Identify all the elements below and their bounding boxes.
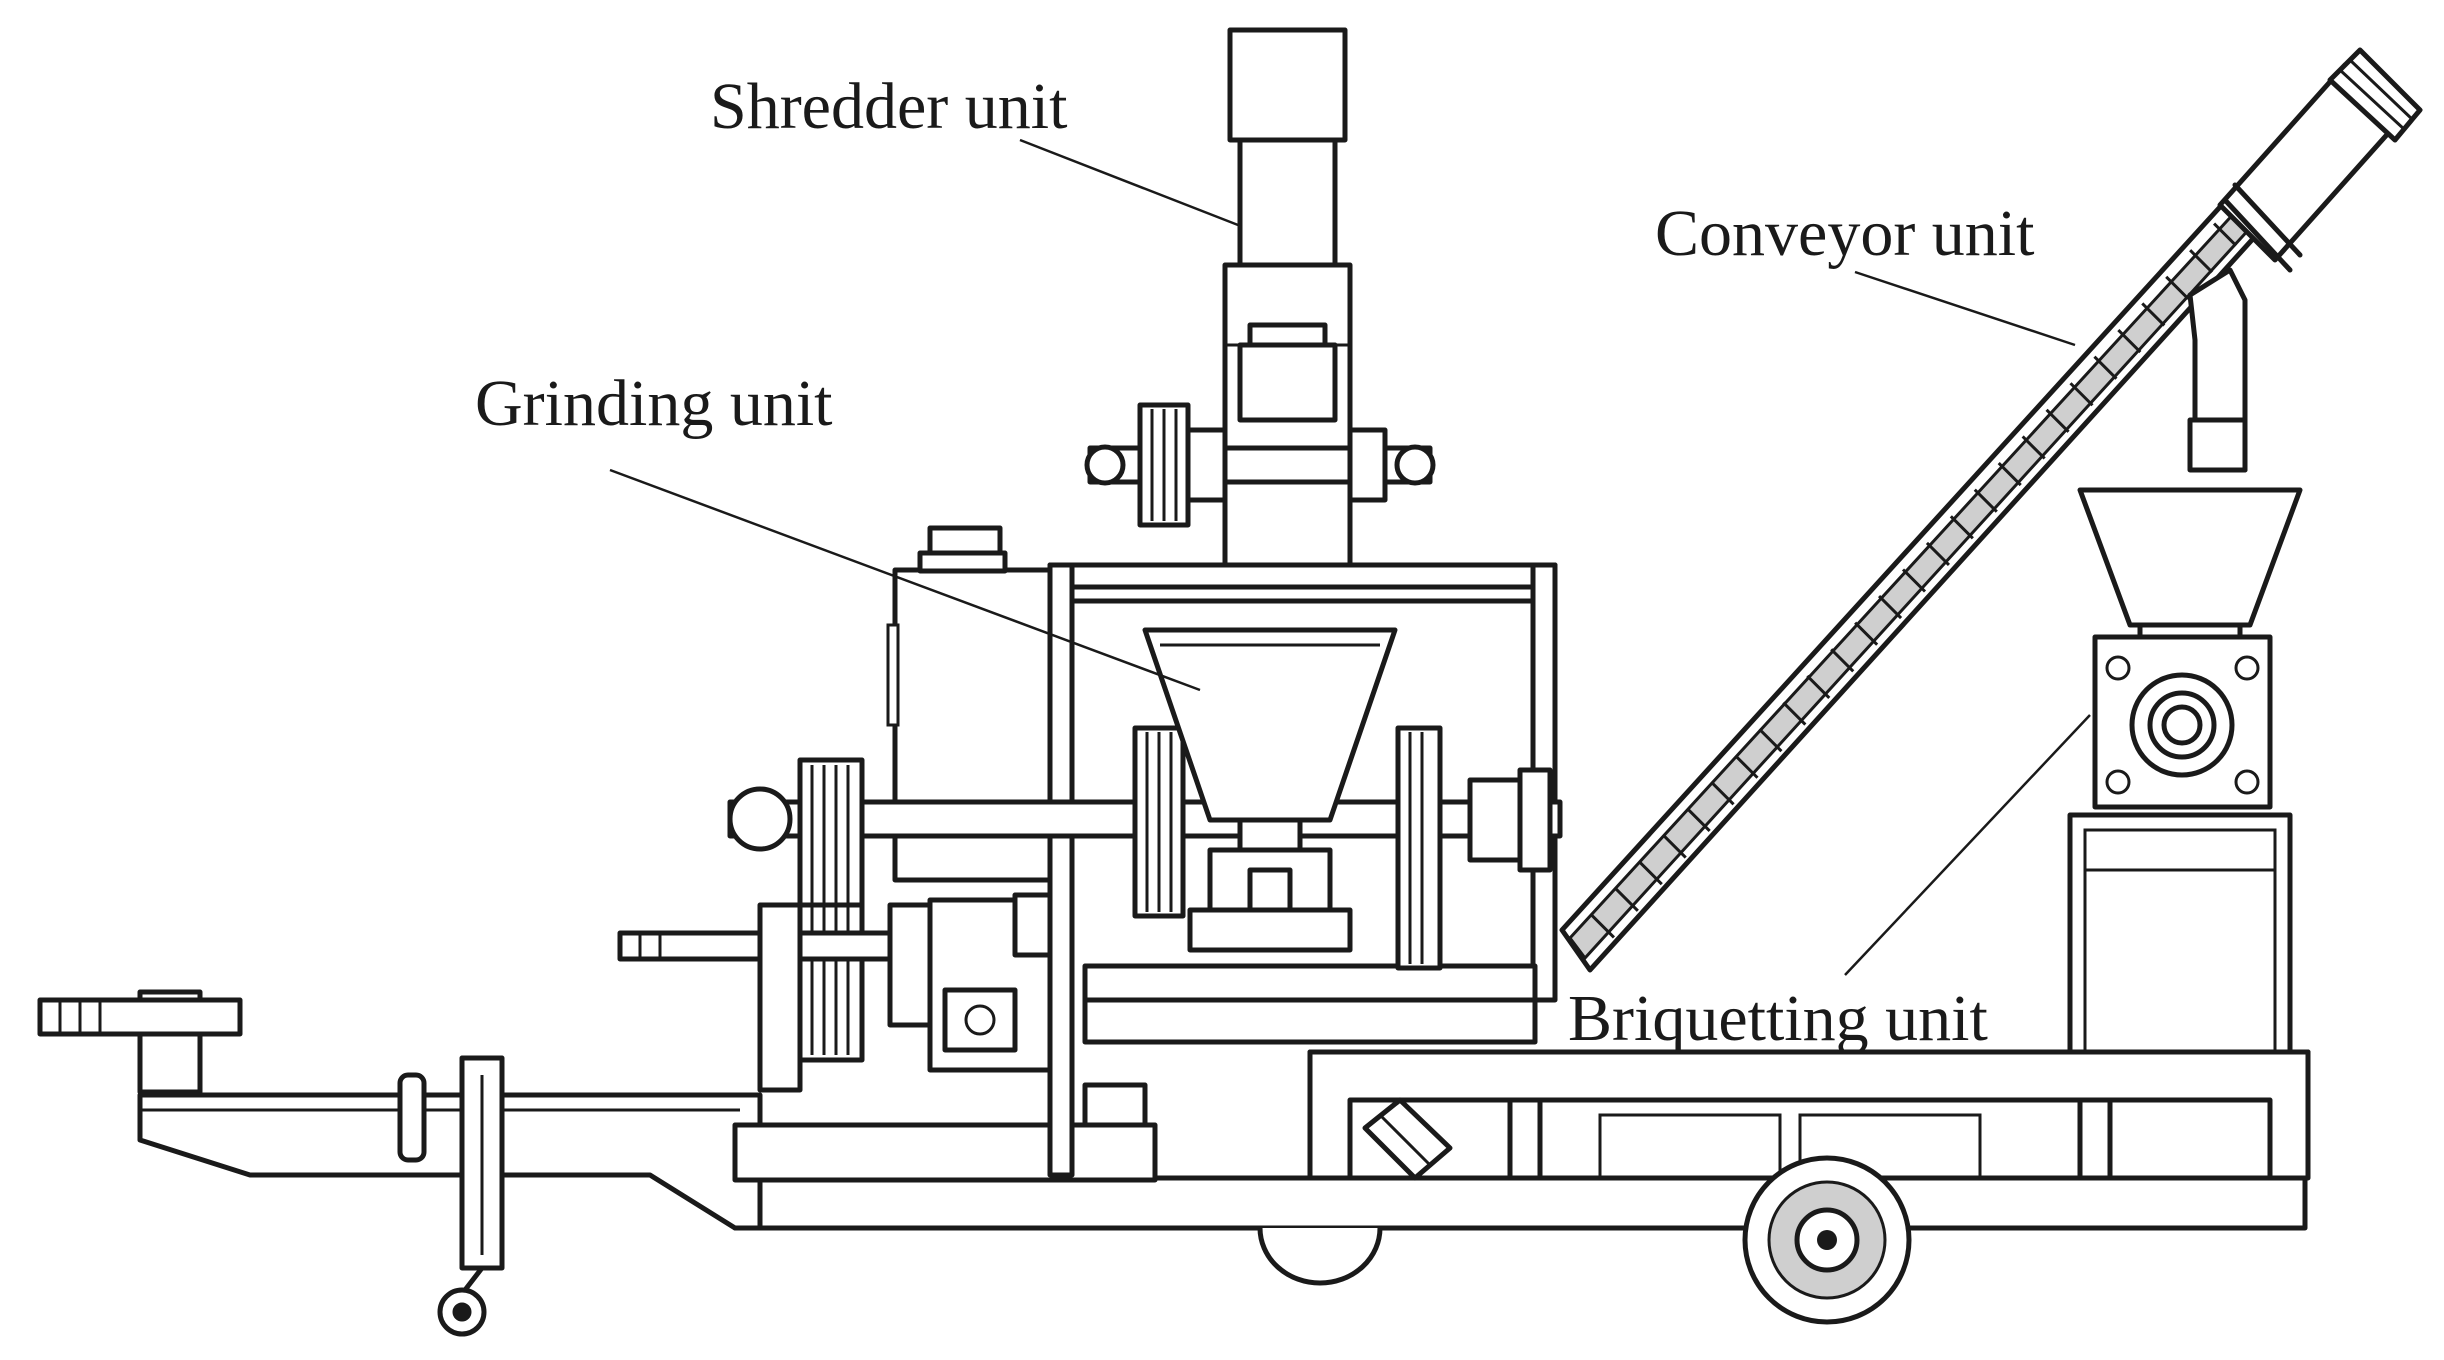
screw-flight-mark [2165, 275, 2190, 300]
screw-flight-mark [1925, 541, 1950, 566]
shredder-leader [1019, 138, 1239, 227]
screw-flight-mark [2213, 222, 2238, 247]
grinder-pulley-right [1395, 725, 1443, 971]
briquetting-assembly [2067, 487, 2303, 1055]
screw-flight-mark [2141, 302, 2166, 327]
screw-flight-mark [1854, 621, 1879, 646]
briquetting-unit-label: Briquetting unit [1568, 982, 1988, 1055]
screw-flight-mark [1878, 595, 1903, 620]
screw-flight-mark [1590, 914, 1615, 939]
screw-flight-mark [1638, 861, 1663, 886]
screw-flight-mark [1710, 781, 1735, 806]
power-take-off [617, 892, 1053, 1093]
grinder-pulley-left [1132, 725, 1186, 919]
screw-flights [1590, 222, 2238, 939]
screw-flight-mark [2069, 382, 2094, 407]
screw-flight-mark [1830, 648, 1855, 673]
grinding-hopper [1142, 627, 1398, 953]
screw-flight-mark [1973, 488, 1998, 513]
screw-flight-mark [1614, 887, 1639, 912]
screw-flight-mark [1901, 568, 1927, 593]
screw-flight-mark [1662, 834, 1687, 859]
shredder-unit-label: Shredder unit [710, 70, 1067, 143]
shredder-assembly [1084, 27, 1436, 568]
briquetting-platform [1307, 1049, 2311, 1181]
screw-flight-mark [1686, 807, 1711, 833]
screw-flight-mark [2021, 435, 2046, 460]
screw-flight-mark [2093, 355, 2118, 380]
screw-flight-mark [2117, 328, 2142, 354]
screw-flight-mark [2189, 249, 2214, 274]
trailer-chassis [37, 989, 2308, 1337]
grinding-leader [609, 468, 1201, 692]
conveyor-leader [1854, 270, 2076, 347]
briquetting-leader [1844, 714, 2091, 976]
screw-flight-mark [2045, 408, 2070, 433]
screw-flight-mark [1734, 754, 1759, 779]
grinding-unit-label: Grinding unit [475, 367, 833, 440]
screw-flight-mark [1997, 462, 2022, 487]
screw-flight-mark [1782, 701, 1807, 726]
conveyor-inlet [1362, 1097, 1453, 1181]
leader-lines [609, 138, 2091, 976]
screw-flight-mark [1949, 515, 1974, 540]
screw-flight-mark [1806, 674, 1831, 699]
wheel [1742, 1155, 1912, 1325]
screw-flight-mark [1758, 728, 1783, 753]
left-pulley [797, 757, 865, 1063]
conveyor-unit-label: Conveyor unit [1655, 197, 2034, 270]
conveyor-assembly [1559, 47, 2423, 973]
